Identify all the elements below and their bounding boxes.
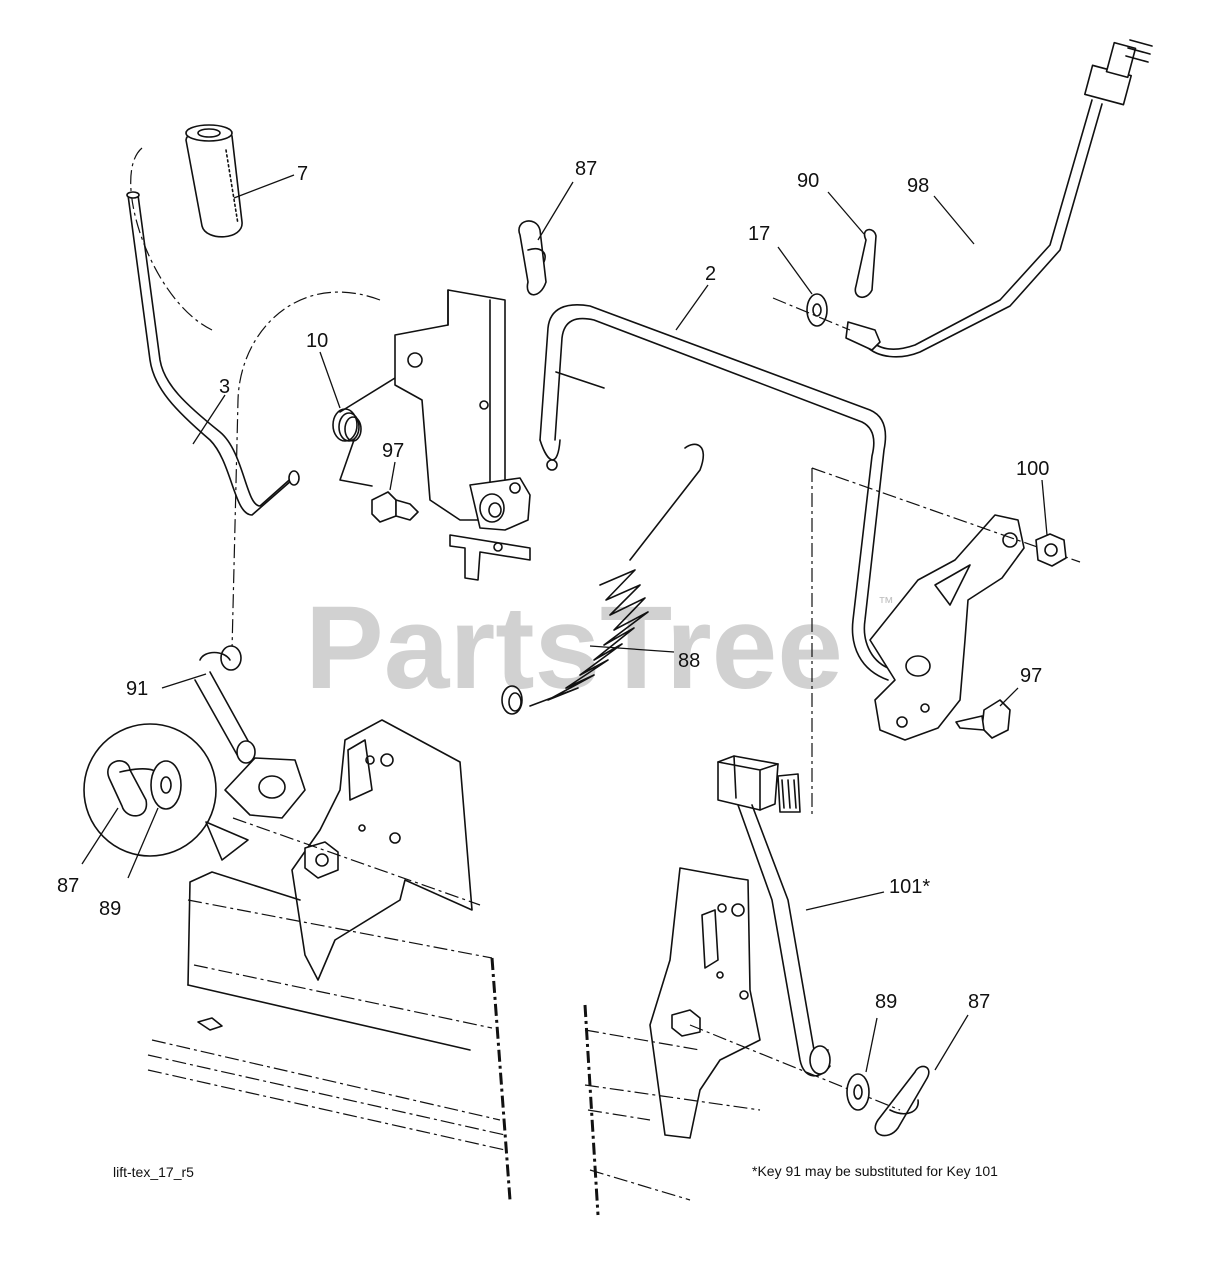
callout-labels: 7 87 90 98 17 2 10 3 97 100 88 97 91 87 … bbox=[57, 158, 1049, 1013]
callout-7: 7 bbox=[297, 163, 308, 185]
callout-17: 17 bbox=[748, 223, 770, 245]
assembly-path-rod bbox=[231, 291, 381, 651]
part-87-hairpin-clip-lower[interactable] bbox=[874, 1065, 930, 1137]
callout-101: 101* bbox=[889, 876, 930, 898]
callout-87-inset: 87 bbox=[57, 875, 79, 897]
callout-97-upper: 97 bbox=[382, 440, 404, 462]
pivot-bracket-right bbox=[869, 514, 1025, 741]
callout-3: 3 bbox=[219, 376, 230, 398]
callout-89-inset: 89 bbox=[99, 898, 121, 920]
part-100-nut[interactable] bbox=[1035, 533, 1067, 567]
callout-88: 88 bbox=[678, 650, 700, 672]
part-97-bolt-lower[interactable] bbox=[955, 699, 1011, 739]
part-89-washer[interactable] bbox=[846, 1073, 870, 1111]
part-3-lift-handle[interactable] bbox=[126, 191, 300, 516]
deck-housing-right bbox=[583, 1004, 761, 1216]
part-97-bolt-upper[interactable] bbox=[371, 491, 419, 523]
part-88-extension-spring[interactable] bbox=[501, 443, 705, 715]
callout-90: 90 bbox=[797, 170, 819, 192]
assembly-path-handle bbox=[130, 147, 213, 331]
part-10-torsion-spring[interactable] bbox=[332, 377, 396, 487]
detail-zoom-inset bbox=[83, 723, 249, 861]
part-17-washer[interactable] bbox=[806, 293, 828, 327]
callout-89-lower: 89 bbox=[875, 991, 897, 1013]
callout-97-lower: 97 bbox=[1020, 665, 1042, 687]
assembly-path-lower-left bbox=[232, 817, 481, 906]
watermark: PartsTree bbox=[305, 582, 843, 714]
part-7-handle-grip[interactable] bbox=[185, 124, 243, 238]
assembly-path-washer bbox=[772, 297, 851, 331]
assembly-path-right-pivot bbox=[811, 467, 1081, 563]
pivot-bracket-left bbox=[394, 289, 531, 581]
callout-10: 10 bbox=[306, 330, 328, 352]
callout-2: 2 bbox=[705, 263, 716, 285]
part-91-lift-link[interactable] bbox=[194, 645, 256, 764]
deck-bracket-left bbox=[224, 719, 473, 981]
callout-leaders bbox=[81, 174, 1048, 1073]
callout-87-top: 87 bbox=[575, 158, 597, 180]
deck-bracket-right bbox=[649, 867, 761, 1139]
callout-91: 91 bbox=[126, 678, 148, 700]
callout-87-lower: 87 bbox=[968, 991, 990, 1013]
part-98-link-rod[interactable] bbox=[845, 39, 1153, 358]
part-87-hairpin-clip-top[interactable] bbox=[518, 220, 547, 296]
part-101-alternate-lift-link[interactable] bbox=[717, 755, 831, 1077]
part-90-hairpin-clip[interactable] bbox=[854, 228, 877, 298]
drawing-code: lift-tex_17_r5 bbox=[113, 1164, 194, 1180]
part-2-lift-shaft[interactable] bbox=[469, 304, 889, 681]
watermark-trademark: ™ bbox=[878, 595, 894, 612]
callout-100: 100 bbox=[1016, 458, 1049, 480]
footnote: *Key 91 may be substituted for Key 101 bbox=[752, 1163, 998, 1179]
callout-98: 98 bbox=[907, 175, 929, 197]
deck-housing-left bbox=[147, 871, 512, 1201]
